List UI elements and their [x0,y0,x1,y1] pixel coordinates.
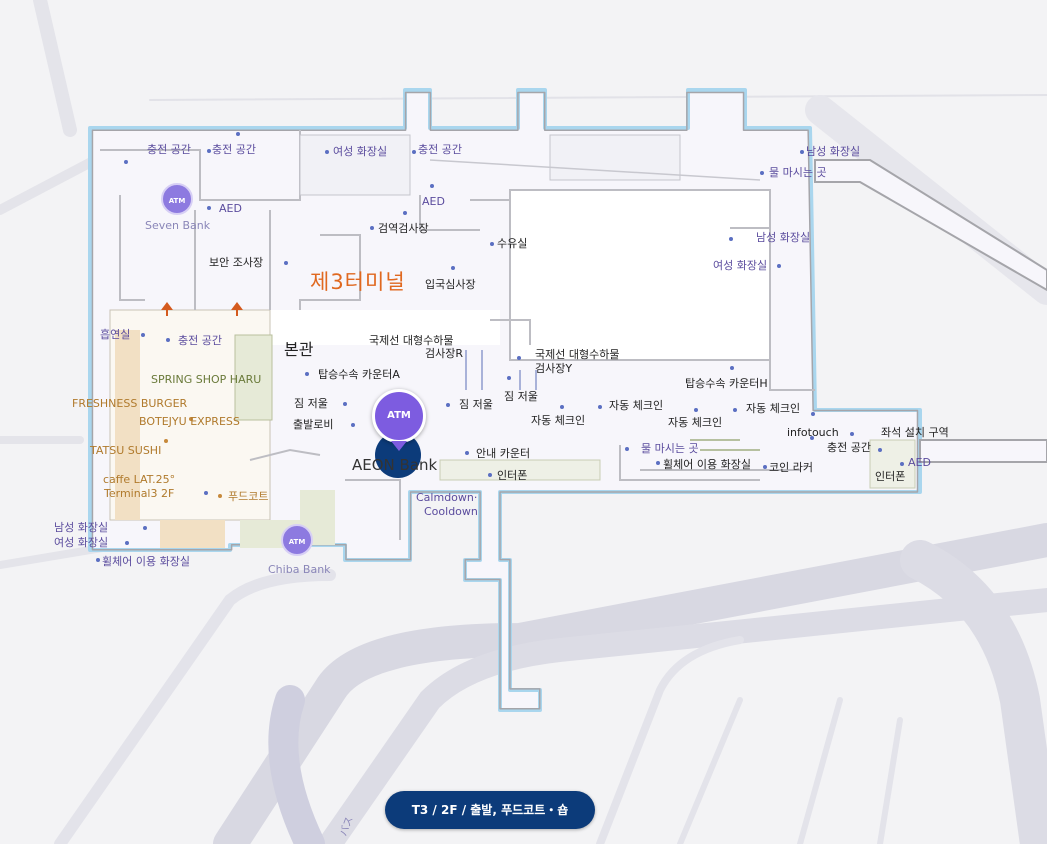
aeon-atm-pointer [391,441,407,451]
caffe-lat-sub-label[interactable]: Terminal3 2F [104,487,175,500]
aed-label: AED [219,202,242,215]
main-building-label: 본관 [284,340,314,359]
calmdown-label: Calmdown· [416,491,478,504]
men-restroom-label: 남성 화장실 [54,521,109,534]
wheelchair-restroom-label: 휠체어 이용 화장실 [663,458,751,471]
seven-bank-atm-icon[interactable]: ATM [161,183,193,215]
coin-locker-label: 코인 라커 [769,461,813,474]
men-restroom-label: 남성 화장실 [756,231,811,244]
charge-space-label: 충전 공간 [212,143,256,156]
baggage-scale-label: 짐 저울 [294,397,328,410]
info-counter-label: 안내 카운터 [476,447,531,460]
aed-label: AED [422,195,445,208]
auto-checkin-label: 자동 체크인 [609,399,664,412]
inspection-y-label: 검사장Y [535,362,573,375]
women-restroom-label: 여성 화장실 [713,259,768,272]
intercom-label: 인터폰 [497,469,528,482]
baggage-scale-label: 짐 저울 [459,398,493,411]
departure-lobby-label: 출발로비 [293,418,334,431]
charge-space-label: 충전 공간 [827,441,871,454]
charge-space-label: 충전 공간 [147,143,191,156]
auto-checkin-label: 자동 체크인 [746,402,801,415]
checkin-counter-a-label: 탑승수속 카운터A [318,368,400,381]
spring-shop-label[interactable]: SPRING SHOP HARU [151,373,262,386]
men-restroom-label: 남성 화장실 [806,145,861,158]
quarantine-label: 검역검사장 [378,222,429,235]
inspection-r-label: 검사장R [425,347,464,360]
intercom-label: 인터폰 [875,470,906,483]
baggage-scale-label: 짐 저울 [504,390,538,403]
tatsu-sushi-label[interactable]: TATSU SUSHI [90,444,162,457]
caffe-lat-label[interactable]: caffe LAT.25° [103,473,176,486]
nursing-room-label: 수유실 [497,237,528,250]
auto-checkin-label: 자동 체크인 [668,416,723,429]
auto-checkin-label: 자동 체크인 [531,414,586,427]
security-label: 보안 조사장 [209,256,264,269]
up-arrows [161,302,243,316]
chiba-bank-label: Chiba Bank [268,563,331,576]
women-restroom-label: 여성 화장실 [54,536,109,549]
freshness-burger-label[interactable]: FRESHNESS BURGER [72,397,188,410]
charge-space-label: 충전 공간 [178,334,222,347]
aeon-atm-icon[interactable]: ATM [372,389,426,443]
aed-label: AED [908,456,931,469]
seating-area-label: 좌석 설치 구역 [881,426,949,439]
floor-selector-badge[interactable]: T3 / 2F / 출발, 푸드코트・숍 [385,791,595,829]
cooldown-label: Cooldown [424,505,478,518]
charge-space-label: 충전 공간 [418,143,462,156]
aeon-bank-label: AEON Bank [352,456,438,474]
immigration-label: 입국심사장 [425,278,476,291]
terminal-title: 제3터미널 [310,270,406,294]
botejyu-express-label[interactable]: BOTEJYU EXPRESS [139,415,240,428]
water-fountain-label: 물 마시는 곳 [641,442,699,455]
women-restroom-label: 여성 화장실 [333,145,388,158]
infotouch-label: infotouch [787,426,839,439]
seven-bank-label: Seven Bank [145,219,211,232]
foodcourt-label[interactable]: 푸드코트 [228,490,269,503]
intl-baggage-r-label: 국제선 대형수하물 [369,334,454,347]
checkin-counter-h-label: 탑승수속 카운터H [685,377,768,390]
aeon-bank-marker[interactable] [375,432,421,478]
intl-baggage-y-label: 국제선 대형수하물 [535,348,620,361]
smoking-room-label: 흡연실 [100,328,131,341]
wheelchair-restroom-label: 휠체어 이용 화장실 [102,555,190,568]
water-fountain-label: 물 마시는 곳 [769,166,827,179]
building-footprint [88,88,1047,712]
chiba-bank-atm-icon[interactable]: ATM [281,524,313,556]
